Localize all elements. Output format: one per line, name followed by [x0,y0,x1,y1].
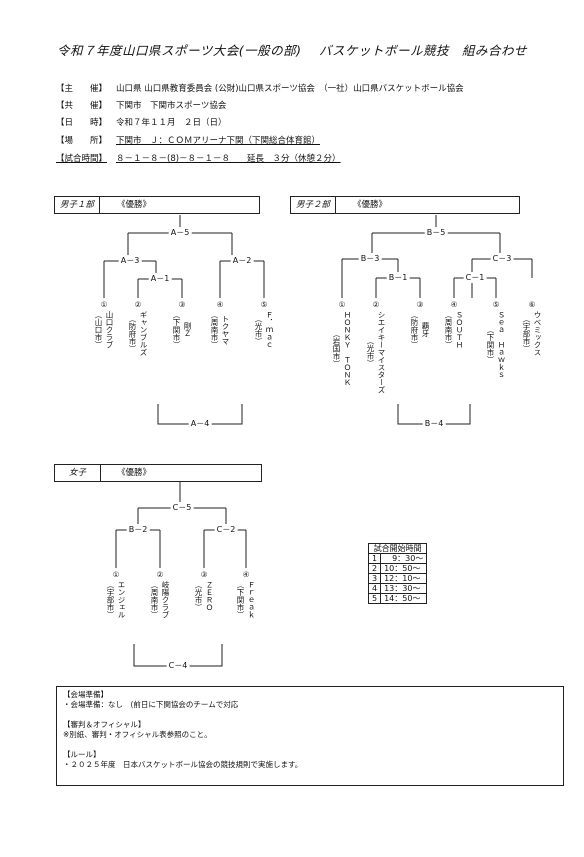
note-line: ・２０２５年度 日本バスケットボール協会の競技規則で実施します。 [63,760,303,769]
schedule-header: 試合開始時間 [367,543,428,554]
team-entry: ⑤ Ｆ．ｍａｃ（光市） [254,300,274,349]
match-label: A－1 [148,273,172,284]
notes-box: 【会場準備】 ・会場準備：なし (前日に下関協会のチームで対応 【審判＆オフィシ… [56,686,564,786]
note-line [63,710,557,720]
note-line: 【会場準備】 [63,690,108,699]
team-entry: ④ ＳＯＵＴＨ（周南市） [444,300,464,349]
note-line: ・会場準備：なし (前日に下関協会のチームで対応 [63,700,239,709]
team-entry: ④ トクヤマ（周南市） [210,300,230,349]
team-entry: ⑤ Ｓｅａ Ｈａｗｋｓ（下関市） [486,300,506,379]
team-entry: ⑥ ウベミックス（宇部市） [522,300,542,356]
team-entry: ③ 剛Ｚ（下関市） [172,300,192,349]
men2-label: 男子２部 [291,197,337,213]
match-label: B－1 [386,272,410,283]
team-entry: ① 山口クラブ（山口市） [94,300,114,349]
women-winner: 《優勝》 [117,468,152,478]
match-label: C－4 [166,660,190,671]
match-label: A－4 [188,418,212,429]
team-entry: ② 岐陽クラブ（周南市） [150,570,170,619]
match-label: B－2 [126,524,150,535]
team-entry: ② ギャンブルズ（防府市） [128,300,148,356]
match-label: C－5 [170,502,194,513]
match-label: B－5 [424,227,448,238]
info-cosponsor: 【共 催】下関市 下関市スポーツ協会 [56,101,227,111]
match-label: A－2 [230,255,254,266]
note-line: ※別紙、審判・オフィシャル表参照のこと。 [63,730,212,739]
men2-winner: 《優勝》 [353,200,388,210]
match-label: A－5 [168,227,192,238]
info-game-time: 【試合時間】８－１－８－(8)－８－１－８ 延長 ３分（休憩２分） [56,154,341,164]
note-line: 【ルール】 [63,750,101,759]
note-line: 【審判＆オフィシャル】 [63,720,146,729]
team-entry: ③ 覇牙（防府市） [410,300,430,349]
info-organizer: 【主 催】山口県 山口県教育委員会 (公財)山口県スポーツ協会 （一社）山口県バ… [56,84,464,94]
table-row: 1 9：30～ [367,553,428,564]
match-label: C－2 [214,524,238,535]
match-label: B－3 [358,253,382,264]
men2-header-box: 男子２部 《優勝》 [290,196,520,214]
team-entry: ③ ＺＥＲＯ（光市） [194,570,214,611]
men1-winner: 《優勝》 [117,200,152,210]
match-label: C－1 [463,272,487,283]
info-date: 【日 時】令和７年１１月 ２日（日） [56,118,227,128]
team-entry: ④ Ｆｒｅａｋ（下関市） [236,570,256,619]
match-label: C－3 [490,253,514,264]
women-header-box: 女子 《優勝》 [54,464,262,482]
team-entry: ② シエイキーマイスターズ（光市） [366,300,386,394]
info-venue: 【場 所】下関市 Ｊ：ＣＯＭアリーナ下関（下関総合体育館） [56,136,321,146]
match-label: B－4 [422,418,446,429]
team-entry: ① ＨＯＮＫＹ ＴＯＮＫ（岩国市） [332,300,352,386]
women-label: 女子 [55,465,102,481]
match-label: A－3 [118,255,142,266]
team-entry: ① エンジェル（宇部市） [106,570,126,619]
page-title: 令和７年度山口県スポーツ大会(一般の部) バスケットボール競技 組み合わせ [57,43,527,58]
men1-header-box: 男子１部 《優勝》 [54,196,260,214]
men1-label: 男子１部 [55,197,101,213]
note-line [63,740,557,750]
